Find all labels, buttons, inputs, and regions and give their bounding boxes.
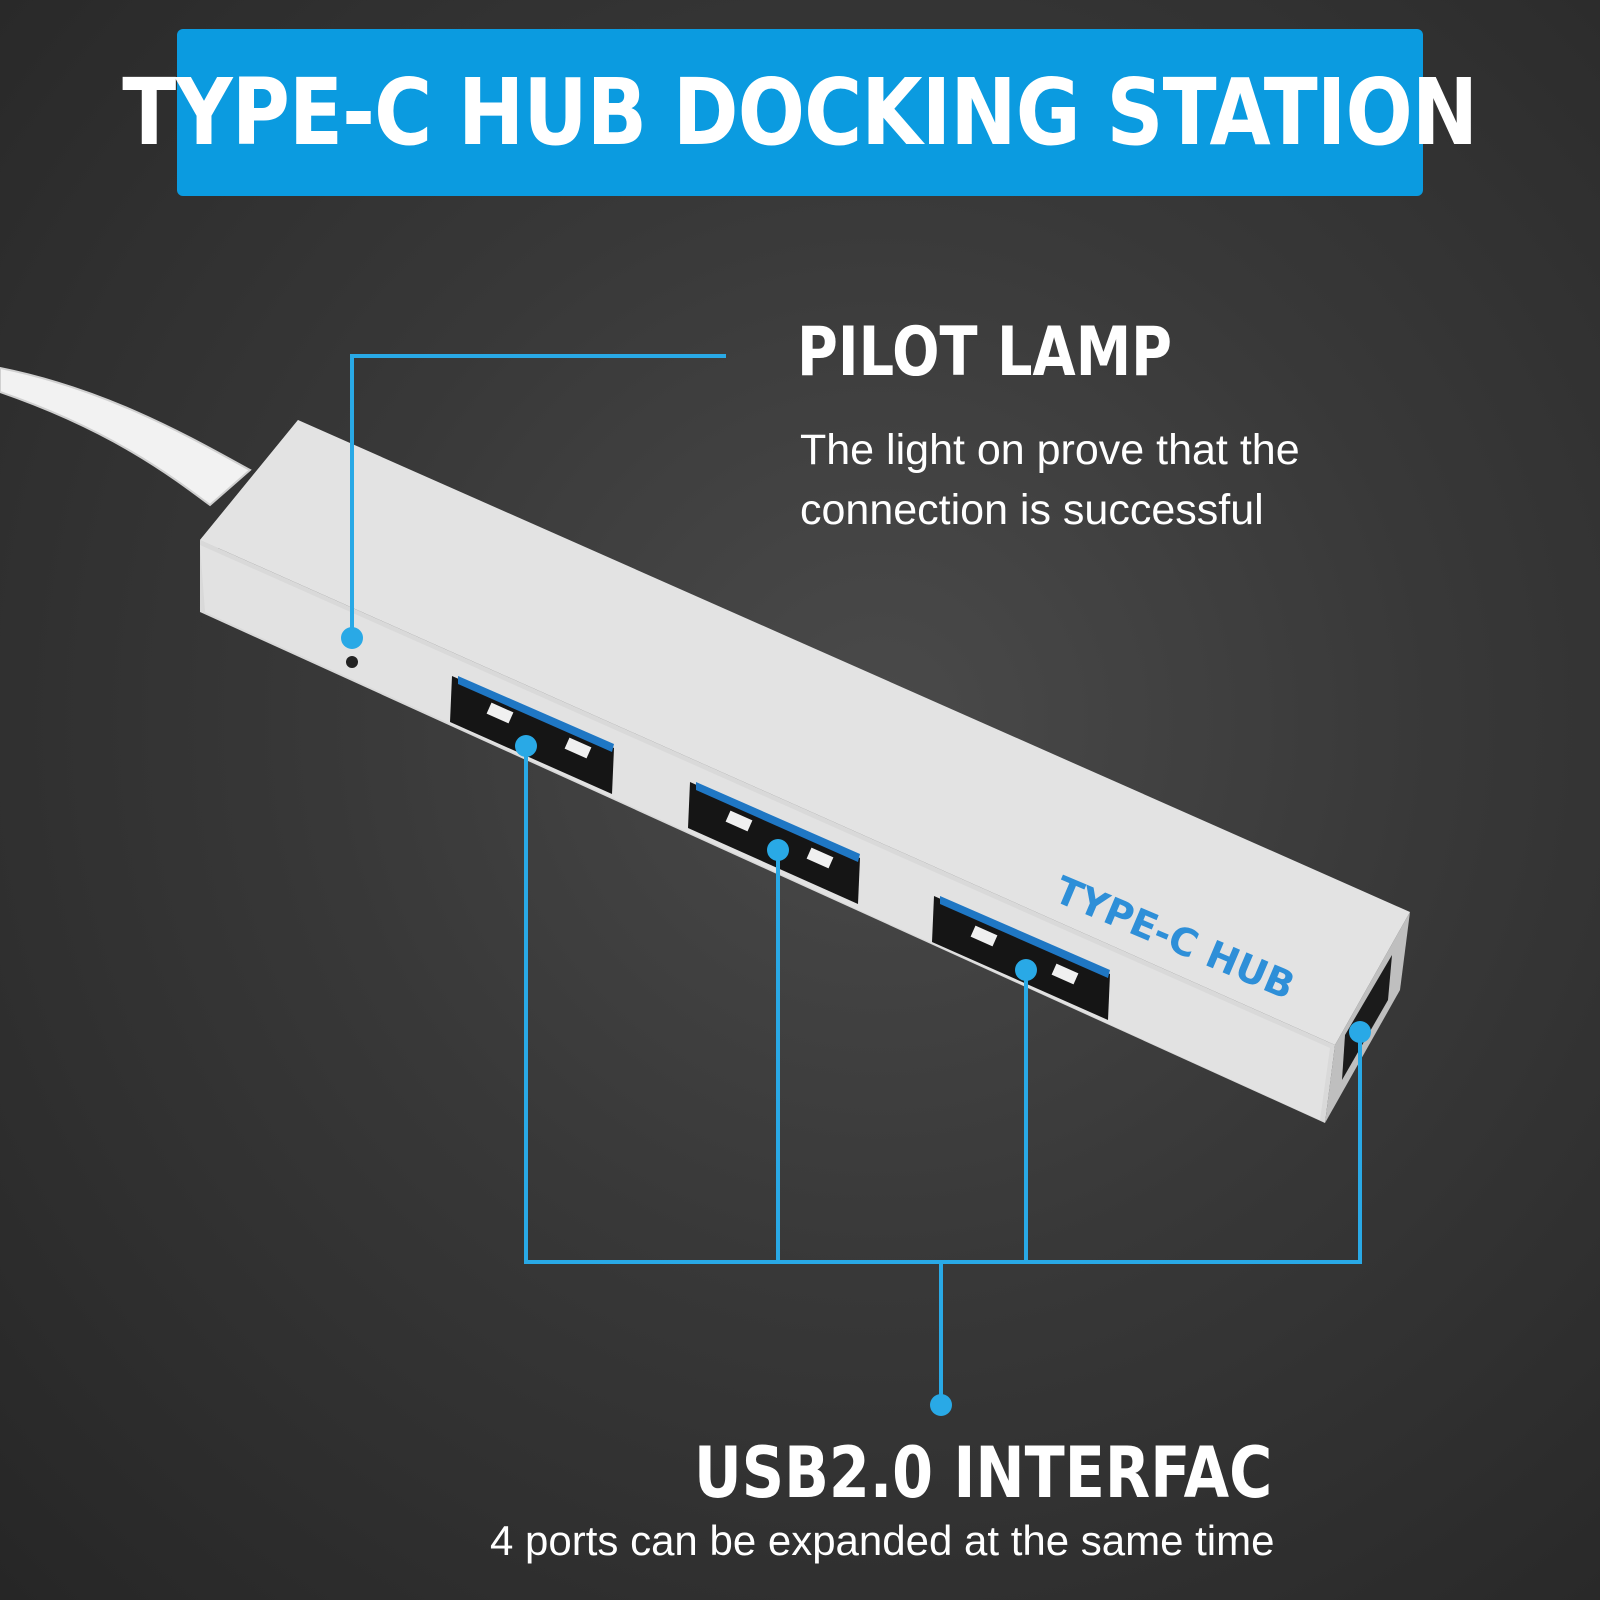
usb-c-cable (0, 366, 252, 507)
usb-interface-heading: USB2.0 INTERFAC (694, 1432, 1273, 1514)
usb-port-2-marker (767, 839, 789, 861)
pilot-lamp-description: The light on prove that the connection i… (800, 420, 1440, 540)
usb-interface-description: 4 ports can be expanded at the same time (490, 1517, 1275, 1564)
title-banner: TYPE-C HUB DOCKING STATION (123, 29, 1478, 196)
pilot-lamp-callout-line (350, 354, 726, 638)
hub-top-face (200, 420, 1410, 1045)
usb-callout-lines (524, 746, 1362, 1405)
pilot-lamp-description-line1: The light on prove that the (800, 426, 1300, 474)
pilot-lamp-marker (341, 627, 363, 649)
usb-port-3 (932, 896, 1110, 1020)
usb-interface-marker (930, 1394, 952, 1416)
end-usb-port (1342, 955, 1392, 1080)
usb-port-1 (450, 676, 614, 794)
page-title: TYPE-C HUB DOCKING STATION (122, 59, 1479, 166)
pilot-lamp-heading: PILOT LAMP (797, 313, 1173, 392)
pilot-lamp-hole (346, 656, 358, 668)
pilot-lamp-description-line2: connection is successful (800, 486, 1264, 534)
usb-port-3-marker (1015, 959, 1037, 981)
usb-port-4-marker (1349, 1021, 1371, 1043)
usb-port-1-marker (515, 735, 537, 757)
